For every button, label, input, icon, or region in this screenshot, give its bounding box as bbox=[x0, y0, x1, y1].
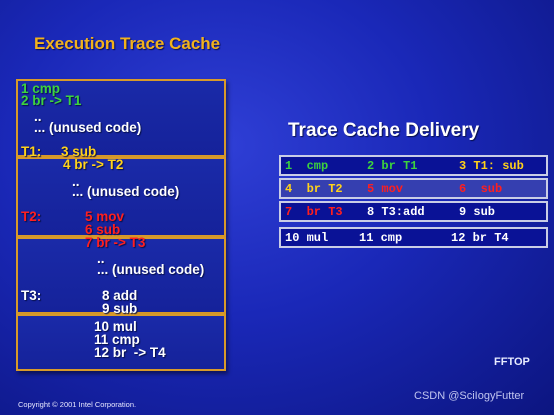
code-line: 3 sub bbox=[61, 144, 97, 159]
label-t3: T3: bbox=[21, 288, 42, 303]
code-line: 2 br -> T1 bbox=[21, 93, 82, 108]
trace-block-1 bbox=[16, 79, 226, 157]
label-t2: T2: bbox=[21, 209, 42, 224]
code-line: ... (unused code) bbox=[97, 262, 205, 277]
code-line: 9 sub bbox=[102, 301, 138, 316]
delivery-cell: 8 T3:add bbox=[367, 205, 425, 219]
delivery-cell: 12 br T4 bbox=[451, 231, 509, 245]
code-line: 4 br -> T2 bbox=[63, 157, 124, 172]
label-t1: T1: bbox=[21, 144, 42, 159]
code-line: 8 add bbox=[102, 288, 138, 303]
trace-block-2 bbox=[16, 157, 226, 237]
code-line: 11 cmp bbox=[94, 332, 140, 347]
trace-block-4 bbox=[16, 314, 226, 371]
delivery-row: 1 cmp 2 br T1 3 T1: sub bbox=[279, 155, 548, 176]
delivery-cell: 9 sub bbox=[459, 205, 496, 219]
copyright-footer: Copyright © 2001 Intel Corporation. bbox=[18, 400, 137, 409]
watermark: CSDN @SciIogyFutter bbox=[414, 390, 525, 402]
code-line: .. bbox=[97, 251, 105, 266]
delivery-title: Trace Cache Delivery bbox=[288, 120, 480, 141]
code-line: 1 cmp bbox=[21, 81, 61, 96]
delivery-row: 4 br T2 5 mov 6 sub bbox=[279, 178, 548, 199]
code-line: 10 mul bbox=[94, 319, 137, 334]
delivery-cell: 6 sub bbox=[459, 182, 503, 196]
delivery-cell: 1 cmp bbox=[285, 159, 329, 173]
brand-logo: FFTOP bbox=[494, 356, 530, 368]
code-line: .. bbox=[72, 174, 80, 189]
delivery-cell: 2 br T1 bbox=[367, 159, 418, 173]
code-line: ... (unused code) bbox=[72, 184, 180, 199]
delivery-cell: 3 T1: sub bbox=[459, 159, 524, 173]
delivery-row: 10 mul 11 cmp 12 br T4 bbox=[279, 227, 548, 248]
trace-block-3 bbox=[16, 237, 226, 314]
delivery-cell: 5 mov bbox=[367, 182, 404, 196]
code-line: 5 mov bbox=[85, 209, 125, 224]
code-line: 6 sub bbox=[85, 222, 121, 237]
delivery-cell: 11 cmp bbox=[359, 231, 403, 245]
delivery-row: 7 br T3 8 T3:add 9 sub bbox=[279, 201, 548, 222]
slide-title: Execution Trace Cache bbox=[34, 34, 221, 53]
code-line: .. bbox=[34, 109, 42, 124]
code-line: ... (unused code) bbox=[34, 120, 142, 135]
delivery-cell: 10 mul bbox=[285, 231, 329, 245]
code-line: 12 br -> T4 bbox=[94, 345, 166, 360]
code-line: 7 br -> T3 bbox=[85, 235, 146, 250]
delivery-cell: 7 br T3 bbox=[285, 205, 343, 219]
delivery-cell: 4 br T2 bbox=[285, 182, 343, 196]
